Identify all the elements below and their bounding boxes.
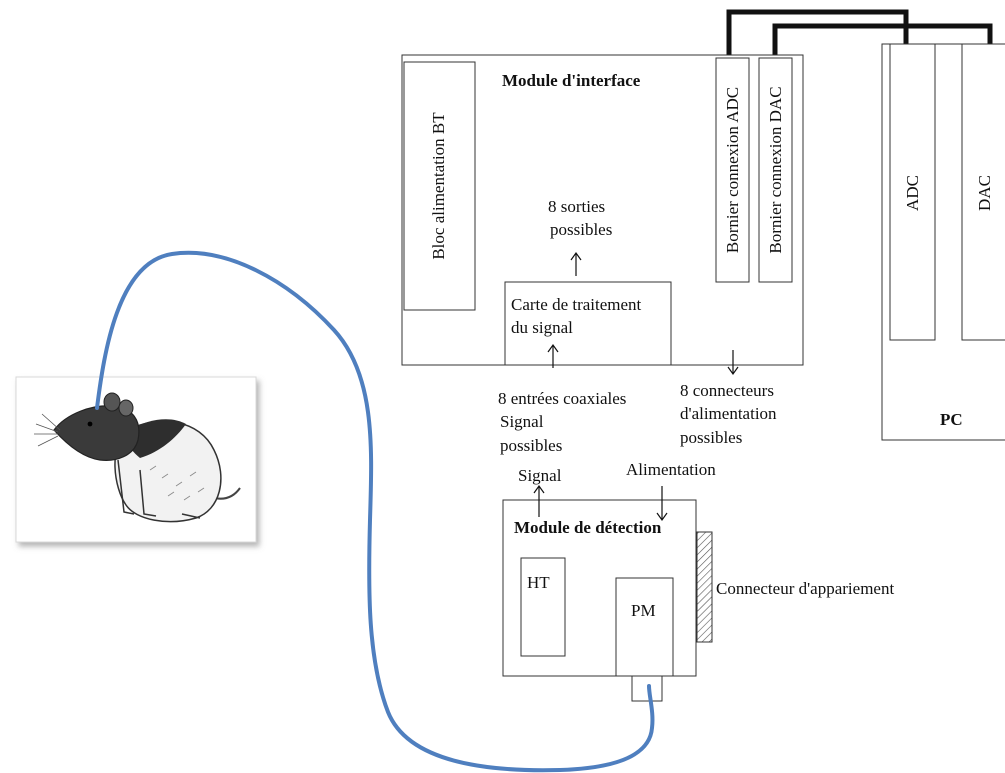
power-connectors-line-2: d'alimentation <box>680 404 777 423</box>
interface-module-title: Module d'interface <box>502 71 641 90</box>
adc-terminal-label: Bornier connexion ADC <box>723 87 742 253</box>
outputs-arrow <box>570 251 582 276</box>
pairing-connector <box>696 531 713 643</box>
signal-arrow <box>533 484 545 517</box>
ht-box <box>520 557 566 657</box>
inputs-line-2: Signal <box>500 412 544 431</box>
pc-adc-label: ADC <box>903 175 922 211</box>
optical-fiber <box>95 250 655 773</box>
pc: ADC DAC PC <box>881 43 1005 441</box>
power-connectors-line-1: 8 connecteurs <box>680 381 774 400</box>
detection-module: Signal Alimentation Module de détection … <box>502 460 894 702</box>
inputs-line-1: 8 entrées coaxiales <box>498 389 626 408</box>
subject-card <box>15 376 257 543</box>
pc-label: PC <box>940 410 963 429</box>
data-cables <box>726 9 993 58</box>
ht-label: HT <box>527 573 550 592</box>
adc-cable <box>726 9 909 58</box>
power-label: Alimentation <box>626 460 716 479</box>
signal-label: Signal <box>518 466 562 485</box>
processing-card-line-2: du signal <box>511 318 573 337</box>
processing-card-box <box>504 281 672 366</box>
pm-label: PM <box>631 601 656 620</box>
rat-icon <box>34 392 241 523</box>
pm-box <box>615 577 674 677</box>
outputs-line-1: 8 sorties <box>548 197 605 216</box>
interface-module: Module d'interface Bloc alimentation BT … <box>401 54 804 366</box>
adc-terminal-box <box>715 57 750 283</box>
power-block-box <box>403 61 476 311</box>
inputs-arrow <box>547 343 559 368</box>
power-arrow <box>656 486 668 522</box>
processing-card-line-1: Carte de traitement <box>511 295 642 314</box>
inputs-line-3: possibles <box>500 436 562 455</box>
pairing-connector-label: Connecteur d'appariement <box>716 579 894 598</box>
outputs-line-2: possibles <box>550 220 612 239</box>
power-connectors-arrow <box>727 350 739 376</box>
fiber-port <box>631 675 663 702</box>
pc-dac-slot <box>961 43 1005 341</box>
dac-cable <box>772 23 993 58</box>
power-block-label: Bloc alimentation BT <box>429 112 448 260</box>
detection-module-title: Module de détection <box>514 518 662 537</box>
dac-terminal-label: Bornier connexion DAC <box>766 86 785 253</box>
pc-dac-label: DAC <box>975 175 994 211</box>
power-connectors-line-3: possibles <box>680 428 742 447</box>
pc-adc-slot <box>889 43 936 341</box>
dac-terminal-box <box>758 57 793 283</box>
